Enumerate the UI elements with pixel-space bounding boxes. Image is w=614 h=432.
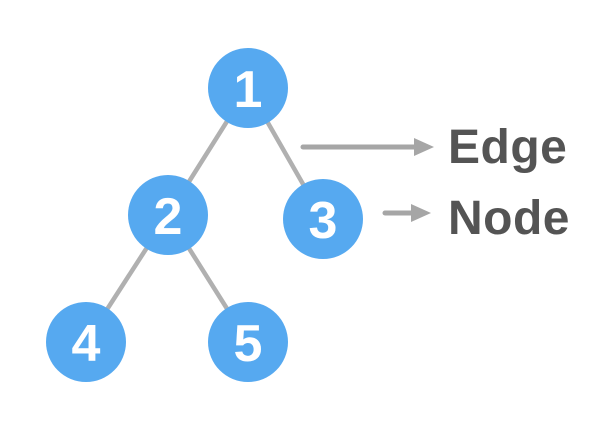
tree-node-value-2: 2 [154,188,183,246]
edge-annotation: Edge [300,121,567,174]
annotations: Edge Node [300,121,570,245]
edge-label: Edge [448,121,567,174]
tree-node-circle-4 [46,302,126,382]
tree-node-5: 5 [208,302,288,382]
tree-node-circle-5 [208,302,288,382]
tree-node-value-4: 4 [72,315,101,373]
tree-node-value-1: 1 [234,61,263,119]
node-label: Node [448,192,570,245]
tree-node-circle-3 [283,179,363,259]
tree-node-value-5: 5 [234,315,263,373]
tree-node-1: 1 [208,48,288,128]
tree-node-circle-2 [128,175,208,255]
edge-arrowhead-icon [414,138,434,156]
tree-node-4: 4 [46,302,126,382]
tree-node-2: 2 [128,175,208,255]
tree-node-3: 3 [283,179,363,259]
node-annotation: Node [382,192,570,245]
tree-node-value-3: 3 [309,192,338,250]
tree-nodes: 1 2 3 4 5 [46,48,363,382]
node-arrowhead-icon [411,204,431,222]
tree-node-circle-1 [208,48,288,128]
